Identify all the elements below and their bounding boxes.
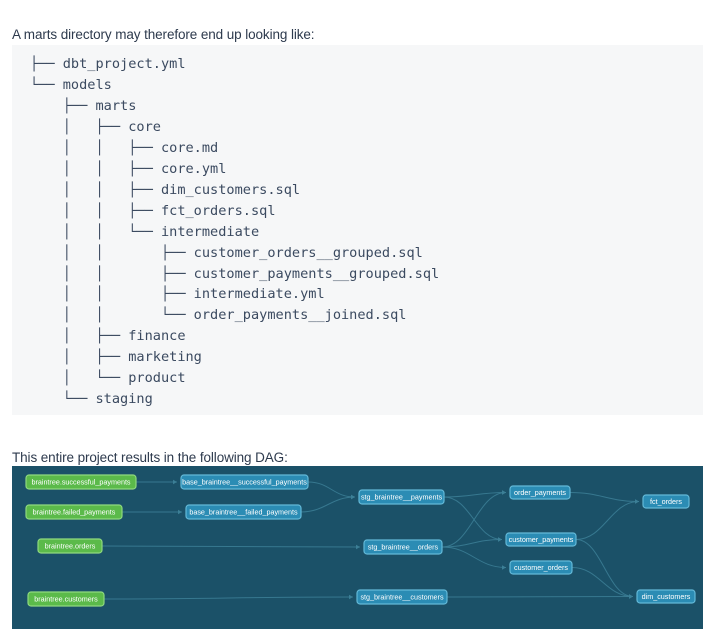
dag-edge: [441, 539, 503, 548]
dag-paragraph: This entire project results in the follo…: [12, 449, 288, 465]
dag-node-box[interactable]: [358, 489, 445, 505]
dag-edge: [575, 501, 640, 540]
dag-edge-arrowhead: [173, 479, 177, 485]
dag-edge-arrowhead: [629, 594, 633, 599]
dag-node-fct_orders[interactable]: fct_orders: [642, 494, 690, 509]
dag-node-box[interactable]: [37, 538, 103, 554]
dag-node-box[interactable]: [509, 485, 571, 500]
dag-edge: [443, 496, 503, 540]
dag-node-order_payments[interactable]: order_payments: [509, 485, 571, 500]
dag-node-label: order_payments: [514, 488, 566, 497]
intro-paragraph: A marts directory may therefore end up l…: [12, 26, 315, 42]
dag-node-customer_orders[interactable]: customer_orders: [509, 560, 573, 575]
dag-node-braintree.successful_payments[interactable]: braintree.successful_payments: [25, 474, 137, 490]
dag-edge-group: [101, 479, 640, 600]
dag-node-label: braintree.customers: [34, 594, 98, 603]
dag-node-box[interactable]: [356, 589, 448, 605]
dag-edge-arrowhead: [356, 544, 360, 550]
dag-edge: [571, 567, 634, 597]
dag-node-label: base_braintree__successful_payments: [182, 477, 307, 486]
dag-edge: [300, 496, 356, 513]
dag-node-label: customer_payments: [509, 535, 574, 544]
dag-node-label: stg_braintree__customers: [360, 592, 444, 601]
dag-node-label: dim_customers: [642, 592, 691, 601]
dag-node-base_braintree__successful_payments[interactable]: base_braintree__successful_payments: [180, 474, 309, 490]
dag-node-label: base_braintree__failed_payments: [189, 507, 298, 516]
dag-node-box[interactable]: [363, 539, 443, 555]
dag-node-box[interactable]: [642, 494, 690, 509]
dag-node-braintree.failed_payments[interactable]: braintree.failed_payments: [25, 504, 123, 520]
dag-edge-arrowhead: [502, 490, 506, 495]
dag-node-box[interactable]: [505, 532, 577, 547]
dag-node-box[interactable]: [509, 560, 573, 575]
dag-node-box[interactable]: [25, 474, 137, 490]
dag-edge: [103, 596, 354, 600]
dag-edge: [101, 545, 361, 548]
dag-canvas: braintree.successful_payments braintree.f…: [25, 474, 696, 607]
dag-edge: [441, 492, 507, 548]
dag-edge: [446, 596, 634, 598]
dag-node-label: stg_braintree__orders: [368, 542, 439, 551]
dag-edge-arrowhead: [349, 594, 353, 600]
dag-node-label: fct_orders: [650, 497, 682, 506]
dag-node-group: braintree.successful_payments braintree.f…: [25, 474, 696, 607]
dag-node-label: braintree.successful_payments: [31, 477, 130, 486]
dag-node-label: stg_braintree__payments: [361, 492, 443, 501]
directory-tree-code-block: ├── dbt_project.yml └── models ├── marts…: [12, 45, 703, 415]
dag-node-box[interactable]: [25, 504, 123, 520]
dag-node-label: braintree.failed_payments: [33, 507, 116, 516]
dag-edge-arrowhead: [351, 494, 355, 500]
dag-edge: [575, 539, 634, 597]
dag-node-box[interactable]: [185, 504, 302, 520]
dag-node-braintree.orders[interactable]: braintree.orders: [37, 538, 103, 554]
dag-edge-arrowhead: [498, 537, 502, 542]
dag-edge-arrowhead: [178, 509, 182, 515]
dag-edge-arrowhead: [635, 499, 639, 504]
dag-diagram: braintree.successful_payments braintree.f…: [12, 466, 703, 629]
dag-edge-arrowhead: [502, 565, 506, 570]
dag-node-base_braintree__failed_payments[interactable]: base_braintree__failed_payments: [185, 504, 302, 520]
dag-node-box[interactable]: [180, 474, 309, 490]
dag-node-stg_braintree__orders[interactable]: stg_braintree__orders: [363, 539, 443, 555]
dag-edge: [307, 481, 356, 498]
dag-node-label: braintree.orders: [45, 541, 96, 550]
dag-node-braintree.customers[interactable]: braintree.customers: [27, 591, 105, 607]
dag-node-box[interactable]: [636, 589, 696, 604]
dag-node-dim_customers[interactable]: dim_customers: [636, 589, 696, 604]
dag-edge: [569, 492, 640, 502]
dag-node-stg_braintree__customers[interactable]: stg_braintree__customers: [356, 589, 448, 605]
directory-tree-text: ├── dbt_project.yml └── models ├── marts…: [30, 56, 440, 408]
dag-node-customer_payments[interactable]: customer_payments: [505, 532, 577, 547]
dag-edge: [441, 546, 507, 568]
dag-node-stg_braintree__payments[interactable]: stg_braintree__payments: [358, 489, 445, 505]
dag-node-box[interactable]: [27, 591, 105, 607]
dag-edge: [443, 492, 507, 498]
dag-node-label: customer_orders: [514, 563, 568, 572]
